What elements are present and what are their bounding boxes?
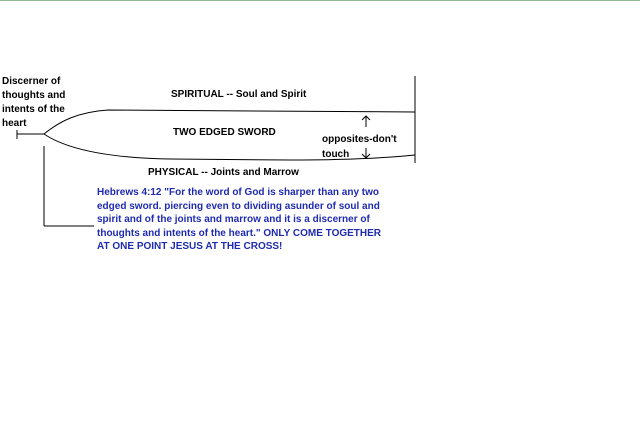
opposites-label: opposites-don't touch [322, 134, 397, 160]
blade-top-edge [43, 109, 416, 135]
verse-text: Hebrews 4:12 "For the word of God is sha… [97, 187, 382, 253]
up-arrow-head [361, 115, 371, 121]
discerner-label: Discerner of thoughts and intents of the… [2, 76, 66, 129]
top-border-line [0, 0, 640, 1]
spiritual-label: SPIRITUAL -- Soul and Spirit [171, 89, 307, 100]
physical-label: PHYSICAL -- Joints and Marrow [148, 167, 299, 178]
blade-bottom-edge [43, 133, 416, 161]
down-arrow-head [361, 153, 371, 159]
sword-label: TWO EDGED SWORD [173, 127, 276, 138]
